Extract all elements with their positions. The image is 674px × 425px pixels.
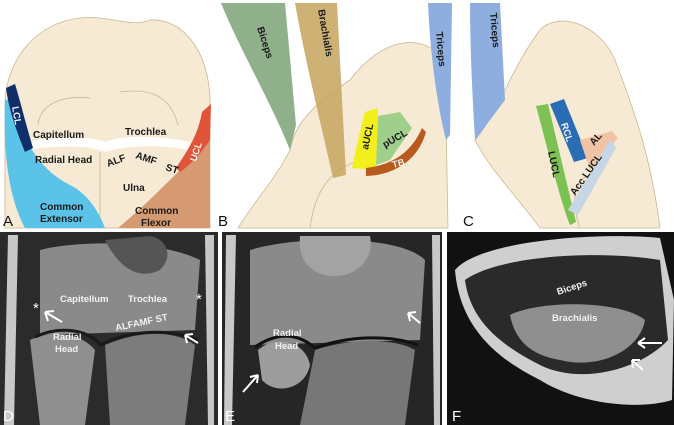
label-common-extensor-2: Extensor [40, 214, 83, 225]
label-st: ST [164, 162, 180, 176]
label-radial-e-1: Radial [273, 328, 302, 339]
label-radial-e-2: Head [275, 341, 298, 352]
label-trochlea-d: Trochlea [128, 294, 168, 305]
panel-f: Biceps Brachialis F [447, 232, 674, 425]
label-lcl: LCL [9, 106, 23, 126]
label-radial-d-2: Head [55, 344, 78, 355]
label-tb: TB [391, 157, 406, 171]
common-extensor [4, 98, 105, 228]
label-triceps-c: Triceps [487, 12, 501, 48]
biceps-muscle [221, 3, 296, 150]
open-arrow-icon [44, 310, 63, 323]
humerus-distal [4, 17, 211, 229]
panel-letter-b: B [218, 213, 228, 230]
label-brachialis-f: Brachialis [552, 313, 597, 324]
rcl [550, 99, 588, 162]
panel-letter-e: E [225, 408, 235, 425]
open-arrow-icon [242, 374, 259, 393]
label-radial-d-1: Radial [53, 332, 82, 343]
common-flexor [118, 135, 210, 228]
panel-a: LCL UCL Capitellum Trochlea Radial Head … [3, 17, 211, 230]
arrow-icon [184, 333, 199, 344]
label-capitellum-d: Capitellum [60, 294, 109, 305]
panel-letter-f: F [452, 408, 461, 425]
asterisk-right: * [196, 291, 202, 308]
asterisk-left: * [33, 300, 39, 317]
triceps-muscle [428, 3, 452, 140]
label-ulna: Ulna [123, 183, 145, 194]
label-aucl: aUCL [360, 123, 376, 151]
brachialis-muscle [295, 3, 346, 178]
triceps-muscle-c [470, 3, 505, 140]
label-trochlea: Trochlea [125, 127, 167, 138]
label-radial-head: Radial Head [35, 155, 92, 166]
panel-b: Biceps Brachialis Triceps aUCL pUCL TB B [218, 3, 452, 230]
label-lucl: LUCL [545, 150, 561, 178]
arrow-icon [631, 359, 644, 371]
label-common-flexor-2: Flexor [141, 218, 171, 229]
arrow-icon [407, 311, 421, 324]
panel-d: * * Capitellum Trochlea Radial Head ALFA… [0, 232, 218, 425]
label-common-extensor-1: Common [40, 202, 83, 213]
label-common-flexor-1: Common [135, 206, 178, 217]
panel-letter-c: C [463, 213, 474, 230]
acc-lucl [568, 140, 616, 215]
ucl [176, 104, 211, 172]
al [580, 131, 618, 170]
panel-c: Triceps RCL LUCL AL Acc LUCL C [463, 3, 661, 230]
aucl [352, 108, 378, 170]
lucl [536, 104, 576, 225]
panel-e: Radial Head E [222, 232, 442, 425]
panel-letter-d: D [3, 408, 14, 425]
label-triceps: Triceps [433, 31, 447, 67]
lcl [6, 84, 33, 152]
tb [366, 128, 426, 176]
pucl [376, 112, 412, 165]
label-capitellum: Capitellum [33, 130, 84, 141]
panel-letter-a: A [3, 213, 13, 230]
open-arrow-icon [637, 337, 662, 349]
